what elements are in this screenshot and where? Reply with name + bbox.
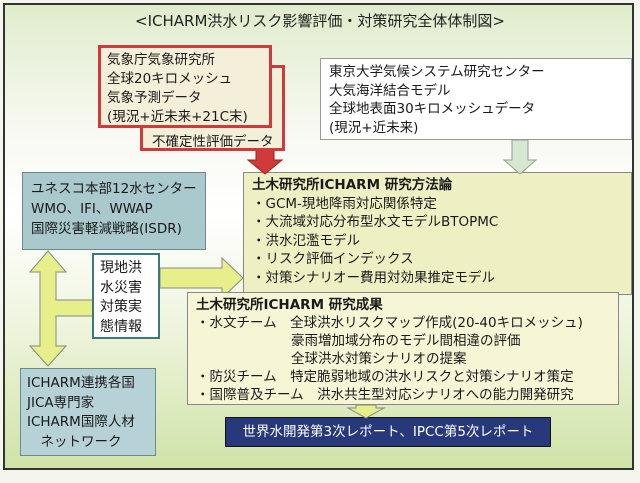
local-line: 現地洪 xyxy=(100,260,142,276)
local-line: 態情報 xyxy=(100,318,142,335)
local-line: 水災害 xyxy=(100,279,142,296)
methods-item: ・リスク評価インデックス xyxy=(252,251,414,267)
jma-box: 気象庁気象研究所 全球20キロメッシュ 気象予測データ (現況+近未来+21C末… xyxy=(98,45,272,128)
methods-heading: 土木研究所ICHARM 研究方法論 xyxy=(252,177,453,193)
unesco-line: ユネスコ本部12水センター xyxy=(31,181,197,197)
local-line: 対策実 xyxy=(100,299,142,315)
uncertainty-label: 不確定性評価データ xyxy=(152,134,274,150)
partners-line: ICHARM連携各国 xyxy=(27,375,135,391)
results-line: ・水文チーム 全球洪水リスクマップ作成(20-40キロメッシュ) xyxy=(196,315,583,331)
tokyo-line: 大気海洋結合モデル xyxy=(329,82,451,99)
methods-item: ・大流域対応分布型水文モデルBTOPMC xyxy=(252,214,499,230)
tokyo-line: 東京大学気候システム研究センター xyxy=(329,64,545,80)
results-line: 全球洪水対策シナリオの提案 xyxy=(291,351,467,367)
diagram-title: <ICHARM洪水リスク影響評価・対策研究全体体制図> xyxy=(135,12,505,30)
methods-box: 土木研究所ICHARM 研究方法論 ・GCM-現地降雨対応関係特定 ・大流域対応… xyxy=(243,172,632,295)
unesco-line: 国際災害軽減戦略(ISDR) xyxy=(31,221,182,237)
partners-line: ICHARM国際人材 xyxy=(27,414,135,430)
results-heading: 土木研究所ICHARM 研究成果 xyxy=(196,297,383,313)
right-arrow-to-methods xyxy=(159,256,244,300)
unesco-line: WMO、IFI、WWAP xyxy=(31,201,153,217)
methods-item: ・対策シナリオー費用対効果推定モデル xyxy=(252,269,495,286)
results-line: ・国際普及チーム 洪水共生型対応シナリオへの能力開発研究 xyxy=(196,387,574,403)
jma-line: 気象予測データ xyxy=(107,90,202,106)
gray-down-arrow xyxy=(502,139,538,175)
tokyo-box: 東京大学気候システム研究センター 大気海洋結合モデル 全球地表面30キロメッシュ… xyxy=(320,58,632,140)
tokyo-line: 全球地表面30キロメッシュデータ xyxy=(329,101,536,117)
methods-item: ・GCM-現地降雨対応関係特定 xyxy=(252,195,437,212)
jma-line: 気象庁気象研究所 xyxy=(107,52,215,68)
partners-line: JICA専門家 xyxy=(27,394,95,411)
results-line: 豪雨増加域分布のモデル間相違の評価 xyxy=(291,333,521,349)
methods-item: ・洪水氾濫モデル xyxy=(252,232,360,249)
results-box: 土木研究所ICHARM 研究成果 ・水文チーム 全球洪水リスクマップ作成(20-… xyxy=(187,292,619,405)
red-down-arrow xyxy=(246,149,284,175)
report-banner: 世界水開発第3次レポート、IPCC第5次レポート xyxy=(225,417,551,447)
down-arrow-to-report xyxy=(346,404,386,419)
tokyo-line: (現況+近未来) xyxy=(329,119,419,136)
double-arrow-left xyxy=(28,250,113,367)
partners-line: ネットワーク xyxy=(27,433,122,450)
jma-line: 全球20キロメッシュ xyxy=(107,71,233,87)
local-info-box: 現地洪 水災害 対策実 態情報 xyxy=(92,253,160,339)
results-line: ・防災チーム 特定脆弱地域の洪水リスクと対策シナリオ策定 xyxy=(196,369,574,385)
unesco-box: ユネスコ本部12水センター WMO、IFI、WWAP 国際災害軽減戦略(ISDR… xyxy=(22,172,206,250)
partners-box: ICHARM連携各国 JICA専門家 ICHARM国際人材 ネットワーク xyxy=(20,368,156,456)
jma-line: (現況+近未来+21C末) xyxy=(107,109,248,125)
